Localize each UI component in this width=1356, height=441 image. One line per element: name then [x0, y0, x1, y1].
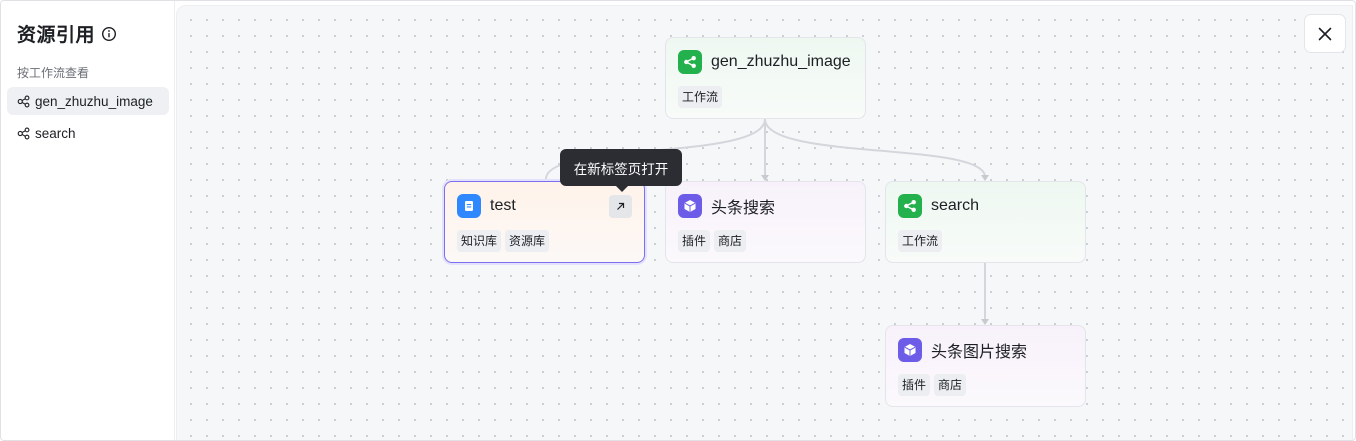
- workflow-icon: [898, 194, 922, 218]
- sidebar: 资源引用 按工作流查看 gen_zhuzhu_image: [1, 1, 175, 440]
- workflow-icon: [17, 127, 30, 139]
- sidebar-subtitle: 按工作流查看: [17, 66, 90, 80]
- node-test[interactable]: test 知识库 资源库: [444, 181, 645, 263]
- node-tag: 插件: [678, 230, 711, 252]
- close-button[interactable]: [1304, 14, 1346, 53]
- node-title: 头条图片搜索: [931, 344, 1028, 361]
- workflow-icon: [678, 50, 702, 74]
- node-toutiao-image-search[interactable]: 头条图片搜索 插件 商店: [885, 325, 1086, 407]
- knowledge-base-icon: [457, 194, 481, 218]
- node-title: search: [931, 197, 980, 214]
- sidebar-item-search[interactable]: search: [7, 119, 169, 147]
- sidebar-item-label: search: [35, 125, 76, 141]
- node-tag: 资源库: [505, 230, 550, 252]
- page-title: 资源引用: [17, 25, 96, 46]
- node-tag: 插件: [898, 374, 931, 396]
- node-title: test: [490, 197, 516, 214]
- open-in-new-tab-button[interactable]: [609, 195, 632, 218]
- node-tag: 商店: [934, 374, 967, 396]
- info-circle-icon[interactable]: [101, 26, 117, 42]
- node-toutiao-search[interactable]: 头条搜索 插件 商店: [665, 181, 866, 263]
- workflow-icon: [17, 95, 30, 107]
- close-icon: [1318, 27, 1332, 40]
- node-tag: 商店: [714, 230, 747, 252]
- node-tag: 工作流: [678, 86, 723, 108]
- node-title: gen_zhuzhu_image: [711, 53, 851, 70]
- node-tag: 工作流: [898, 230, 943, 252]
- tooltip-arrow: [615, 185, 629, 192]
- node-gen-zhuzhu-image[interactable]: gen_zhuzhu_image 工作流: [665, 37, 866, 119]
- open-in-new-tab-tooltip: 在新标签页打开: [560, 149, 682, 186]
- sidebar-header: 资源引用: [17, 20, 117, 47]
- node-tag: 知识库: [457, 230, 502, 252]
- plugin-cube-icon: [898, 338, 922, 362]
- node-title: 头条搜索: [711, 200, 776, 217]
- node-search[interactable]: search 工作流: [885, 181, 1086, 263]
- arrow-up-right-icon: [617, 202, 625, 210]
- plugin-cube-icon: [678, 194, 702, 218]
- sidebar-item-gen-zhuzhu-image[interactable]: gen_zhuzhu_image: [7, 87, 169, 115]
- sidebar-item-label: gen_zhuzhu_image: [35, 93, 153, 109]
